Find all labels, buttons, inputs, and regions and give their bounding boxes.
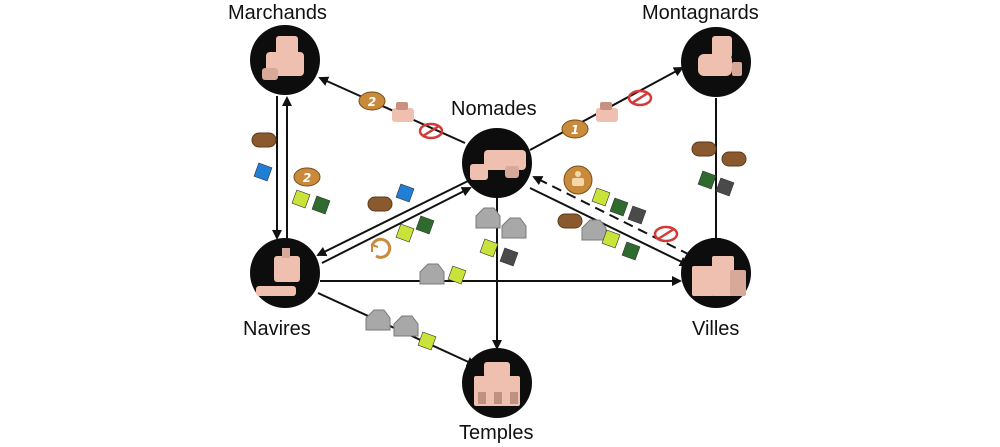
stone-icon xyxy=(365,207,607,337)
edge-nomades-villes xyxy=(529,187,690,266)
forbid-icon xyxy=(418,122,444,140)
forbid-icon xyxy=(653,225,679,243)
coin-icon: 2 xyxy=(293,167,321,187)
label-villes: Villes xyxy=(692,318,740,340)
node-marchands xyxy=(250,25,320,95)
cube-icon xyxy=(253,162,735,351)
edge-navires-nomades xyxy=(321,187,472,264)
label-nomades: Nomades xyxy=(451,98,537,120)
node-navires xyxy=(250,238,320,308)
node-temples xyxy=(462,348,532,418)
meeple-icon xyxy=(698,36,742,76)
label-montagnards: Montagnards xyxy=(642,2,759,24)
label-temples: Temples xyxy=(459,422,534,444)
label-marchands: Marchands xyxy=(228,2,327,24)
badge-nomades-marchands: 2 xyxy=(368,95,376,109)
meeple-icon xyxy=(692,256,746,296)
recycle-icon xyxy=(370,237,392,259)
meeple-icon xyxy=(256,248,300,296)
label-navires: Navires xyxy=(243,318,311,340)
node-montagnards xyxy=(681,27,751,97)
coin-icon: 2 xyxy=(358,91,386,111)
forbid-icon xyxy=(627,89,653,107)
wood-icon xyxy=(251,132,747,229)
meeple-icon xyxy=(470,150,526,180)
coin-icon: 1 xyxy=(561,119,589,139)
coin-icon xyxy=(563,165,593,195)
meeple-icon xyxy=(596,102,618,122)
edge-nomades-navires xyxy=(316,179,471,256)
node-villes xyxy=(681,238,751,308)
edges xyxy=(272,67,721,367)
node-nomades xyxy=(462,128,532,198)
badge-marchands-navires: 2 xyxy=(303,171,311,185)
edge-villes-nomades-dashed xyxy=(532,176,691,256)
badge-nomades-montagnards: 1 xyxy=(571,123,579,137)
meeple-icon xyxy=(474,362,520,406)
meeple-icon xyxy=(392,102,414,122)
meeple-icon xyxy=(262,36,304,80)
